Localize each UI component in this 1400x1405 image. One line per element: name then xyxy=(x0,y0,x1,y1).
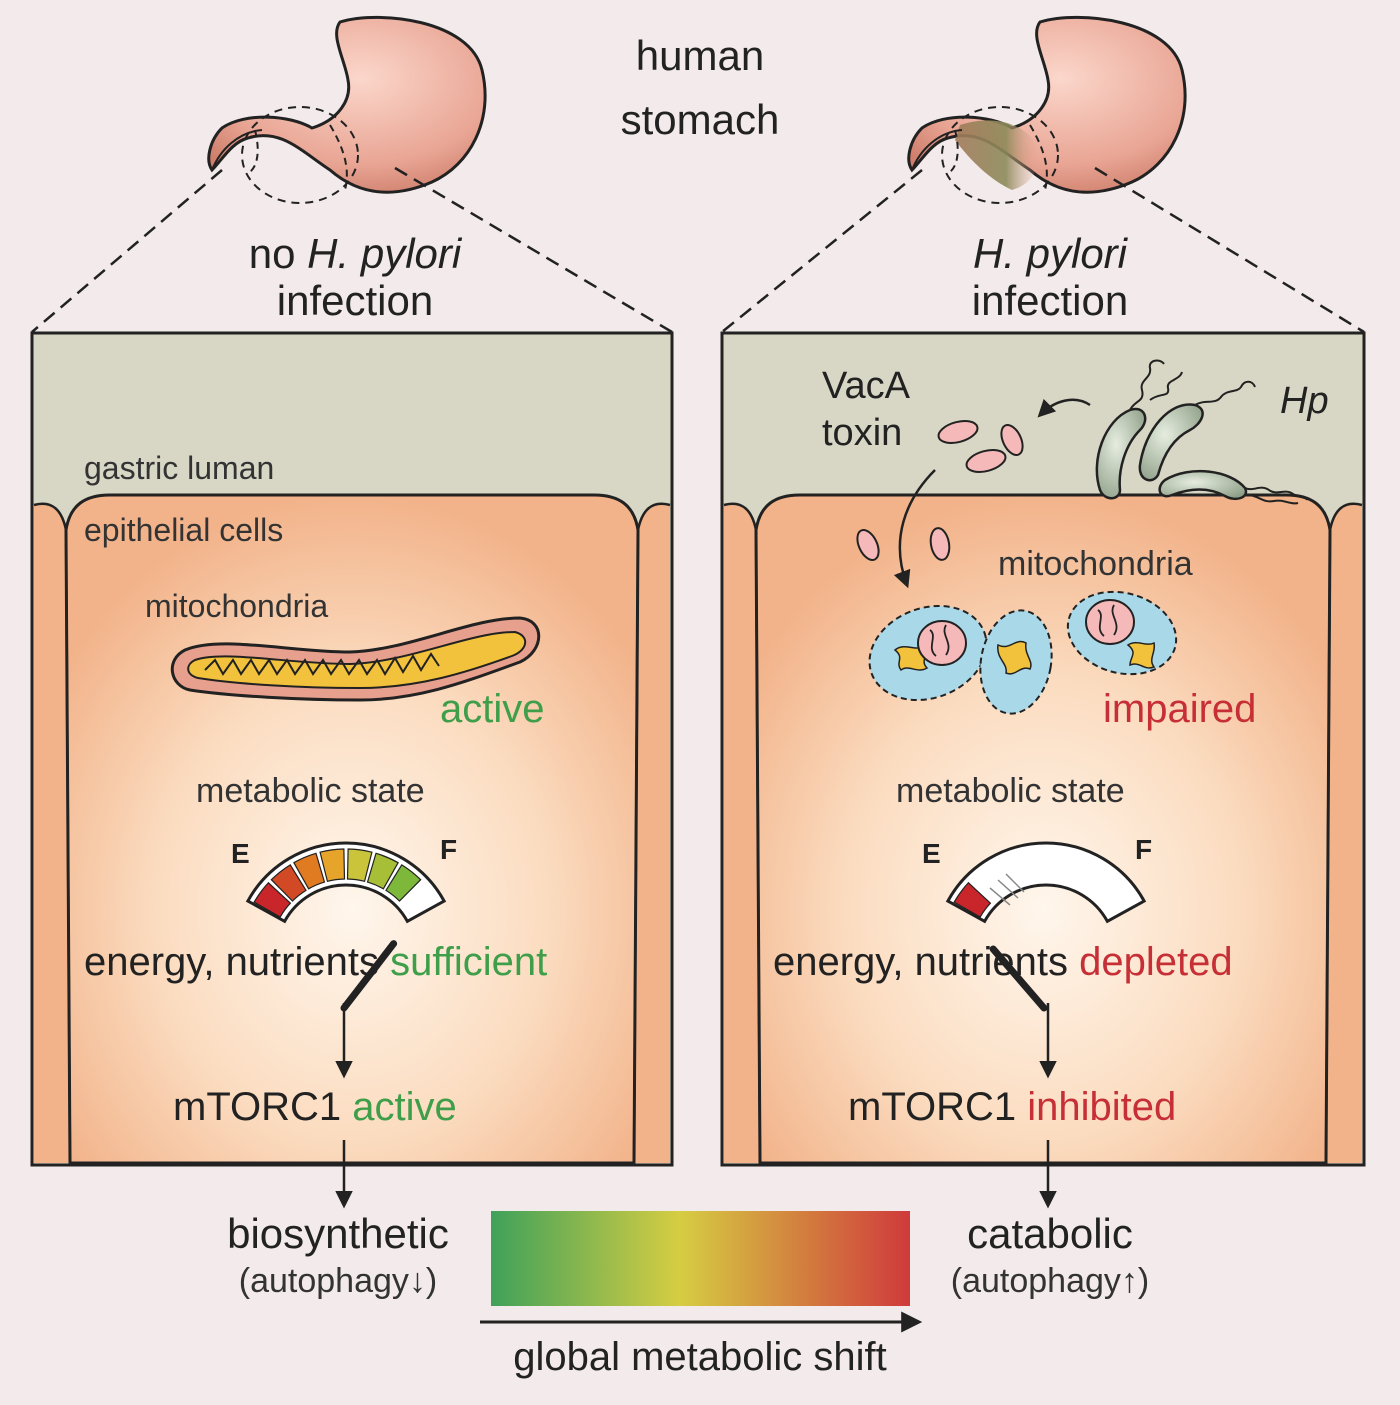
mitochondrion-active xyxy=(170,616,541,702)
fuel-gauge-left xyxy=(245,841,447,1012)
right-gauge-needle xyxy=(989,945,1048,1012)
left-gauge-segment xyxy=(253,881,292,918)
title-line1: human xyxy=(635,32,765,79)
autophagy-up-label: (autophagy↑) xyxy=(950,1262,1150,1300)
right-panel xyxy=(720,331,1366,1167)
toxin-label-line1: VacA xyxy=(822,365,911,407)
right-gauge-empty: E xyxy=(922,838,941,869)
right-gauge-motion-line xyxy=(989,887,1011,906)
right-header-line2: infection xyxy=(971,277,1129,324)
metabolic-shift-label: global metabolic shift xyxy=(513,1335,887,1379)
left-mtorc-text: mTORC1 xyxy=(173,1085,353,1129)
right-energy-state: depleted xyxy=(1079,940,1233,984)
left-gauge-needle xyxy=(340,940,398,1012)
fuel-gauge-right xyxy=(945,841,1147,1012)
left-header-prefix: no xyxy=(248,230,308,277)
right-gauge-motion-line xyxy=(997,879,1019,899)
left-mitochondria-state: active xyxy=(440,687,545,731)
left-gauge-segment xyxy=(366,852,399,890)
right-mtorc-text: mTORC1 xyxy=(848,1085,1028,1129)
left-gauge-full: F xyxy=(440,834,458,865)
vaca-toxin-particles xyxy=(856,420,1024,561)
right-metabolic-label: metabolic state xyxy=(896,772,1125,810)
zoom-lines xyxy=(31,166,1365,334)
title-line2: stomach xyxy=(620,96,780,143)
right-mtorc-line: mTORC1 inhibited xyxy=(848,1085,1176,1130)
toxin-entry-arrow xyxy=(893,469,936,589)
left-energy-text: energy, nutrients xyxy=(84,940,391,984)
left-energy-line: energy, nutrients sufficient xyxy=(84,940,547,985)
right-gauge-full: F xyxy=(1135,834,1153,865)
left-header-line2: infection xyxy=(276,277,434,324)
right-gauge-motion-line xyxy=(1005,873,1025,893)
h-pylori-bacteria xyxy=(1037,359,1308,505)
gastric-lumen-label: gastric luman xyxy=(84,450,275,486)
autophagy-down-label: (autophagy↓) xyxy=(238,1262,438,1300)
mitochondria-impaired xyxy=(868,590,1178,715)
left-gauge-segment xyxy=(385,864,422,902)
right-mtorc-state: inhibited xyxy=(1027,1085,1177,1129)
left-header-line1: no H. pylori xyxy=(180,230,530,278)
stomach-right xyxy=(907,15,1187,204)
left-gauge-segment xyxy=(346,848,373,883)
hp-label: Hp xyxy=(1280,380,1329,422)
right-header-line1: H. pylori xyxy=(880,230,1220,278)
toxin-label-line2: toxin xyxy=(822,412,903,454)
right-mitochondria-state: impaired xyxy=(1103,687,1257,731)
stomach-left xyxy=(207,15,487,204)
left-panel xyxy=(30,331,674,1167)
right-mitochondria-label: mitochondria xyxy=(998,545,1193,583)
right-gauge-segment xyxy=(953,881,992,918)
epithelial-cells-label: epithelial cells xyxy=(84,512,284,548)
left-gauge-segment xyxy=(270,864,307,902)
right-energy-line: energy, nutrients depleted xyxy=(773,940,1233,985)
left-header-organism: H. pylori xyxy=(307,230,462,277)
biosynthetic-label: biosynthetic xyxy=(227,1210,449,1257)
left-mtorc-state: active xyxy=(352,1085,457,1129)
left-metabolic-label: metabolic state xyxy=(196,772,425,810)
right-energy-text: energy, nutrients xyxy=(773,940,1080,984)
catabolic-label: catabolic xyxy=(967,1210,1133,1257)
left-gauge-segment xyxy=(319,848,346,883)
metabolic-shift-gradient xyxy=(491,1211,910,1306)
left-energy-state: sufficient xyxy=(390,940,548,984)
left-mitochondria-label: mitochondria xyxy=(145,588,329,624)
left-gauge-empty: E xyxy=(231,838,250,869)
right-header-organism: H. pylori xyxy=(972,230,1128,277)
left-mtorc-line: mTORC1 active xyxy=(173,1085,457,1130)
left-gauge-segment xyxy=(293,852,326,890)
